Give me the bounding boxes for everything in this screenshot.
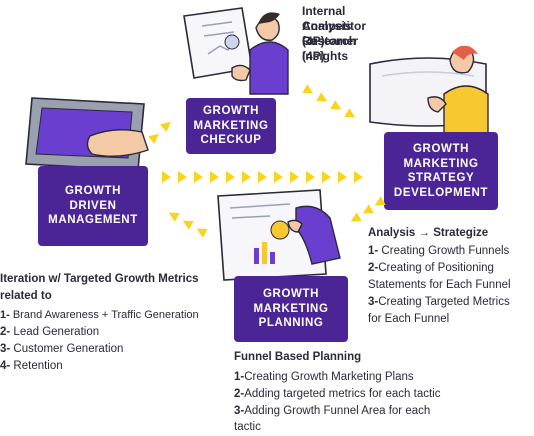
flow-arrow	[322, 171, 331, 183]
iteration-item: 3- Customer Generation	[0, 343, 124, 355]
strategize-notes: Analysis → Strategize 1- Creating Growth…	[368, 226, 534, 336]
card-strategy-label: GROWTH MARKETING STRATEGY DEVELOPMENT	[393, 143, 489, 199]
card-growth-marketing-strategy-development: GROWTH MARKETING STRATEGY DEVELOPMENT	[384, 132, 498, 210]
flow-arrow	[166, 208, 180, 222]
flow-arrow	[180, 216, 194, 230]
iteration-item: 1- Brand Awareness + Traffic Generation	[0, 309, 199, 321]
strategize-item: 3-Creating Targeted Metrics	[368, 296, 510, 308]
checkup-note-line: Customer Insights	[302, 34, 359, 63]
flow-arrow	[302, 84, 316, 98]
checkup-illustration	[183, 7, 289, 95]
strategy-illustration	[369, 46, 489, 135]
card-checkup-label: GROWTH MARKETING CHECKUP	[193, 105, 269, 147]
checkup-note-line: Competitor Research (4P)	[302, 19, 366, 63]
iteration-heading: related to	[0, 290, 52, 302]
iteration-item: 4- Retention	[0, 360, 63, 372]
flow-arrow	[194, 171, 203, 183]
flow-arrow	[348, 212, 362, 226]
iteration-notes: Iteration w/ Targeted Growth Metrics rel…	[0, 272, 232, 378]
flow-arrow	[290, 171, 299, 183]
flow-arrow	[354, 171, 363, 183]
planning-illustration	[217, 189, 341, 281]
flow-arrow	[360, 204, 374, 218]
strategize-item: 1- Creating Growth Funnels	[368, 245, 510, 257]
funnel-item: 3-Adding Growth Funnel Area for each	[234, 405, 431, 417]
flow-arrow	[330, 100, 344, 114]
strategize-item: Statements for Each Funnel	[368, 279, 511, 291]
funnel-heading: Funnel Based Planning	[234, 351, 362, 363]
flow-arrow	[162, 171, 171, 183]
card-growth-marketing-planning: GROWTH MARKETING PLANNING	[234, 276, 348, 342]
iteration-heading: Iteration w/ Targeted Growth Metrics	[0, 273, 199, 285]
funnel-notes: Funnel Based Planning 1-Creating Growth …	[234, 350, 494, 436]
card-management-label: GROWTH DRIVEN MANAGEMENT	[48, 185, 138, 227]
funnel-item: 1-Creating Growth Marketing Plans	[234, 371, 414, 383]
flow-arrow	[160, 118, 174, 132]
flow-arrow	[306, 171, 315, 183]
flow-arrow	[338, 171, 347, 183]
strategize-item: for Each Funnel	[368, 313, 450, 325]
flow-arrow	[344, 108, 358, 122]
card-growth-driven-management: GROWTH DRIVEN MANAGEMENT	[38, 166, 148, 246]
funnel-item: 2-Adding targeted metrics for each tacti…	[234, 388, 441, 400]
flow-arrow	[316, 92, 330, 106]
flow-arrow	[178, 171, 187, 183]
strategize-item: 2-Creating of Positioning	[368, 262, 494, 274]
iteration-item: 2- Lead Generation	[0, 326, 100, 338]
flow-arrow	[258, 171, 267, 183]
checkup-note-line: Internal Analysis (4P)	[302, 4, 352, 48]
flow-arrow	[210, 171, 219, 183]
flow-arrow	[274, 171, 283, 183]
strategize-heading: Analysis → Strategize	[368, 227, 489, 239]
card-planning-label: GROWTH MARKETING PLANNING	[253, 288, 329, 330]
flow-arrow	[242, 171, 251, 183]
flow-arrow	[194, 224, 208, 238]
flow-arrow	[226, 171, 235, 183]
management-illustration	[25, 97, 149, 171]
card-growth-marketing-checkup: GROWTH MARKETING CHECKUP	[186, 98, 276, 154]
funnel-item: tactic	[234, 421, 261, 433]
